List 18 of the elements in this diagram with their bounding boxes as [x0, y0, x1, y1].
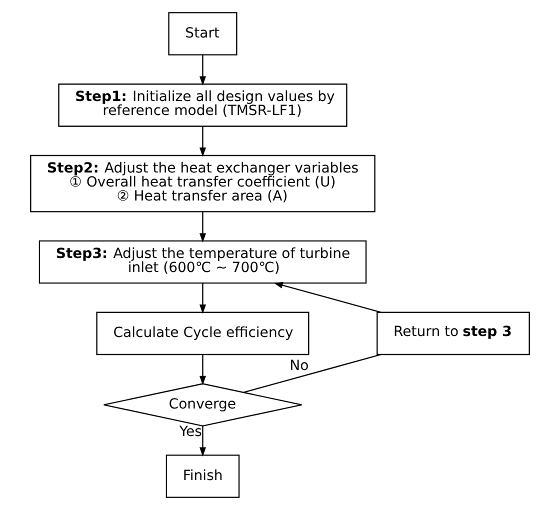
- edge-label: No: [290, 358, 309, 374]
- node-box: Step1: Initialize all design values by reference model (TMSR-LF1): [58, 84, 348, 127]
- arrow: [199, 54, 206, 86]
- arrow: [199, 126, 206, 157]
- arrow: [274, 282, 382, 313]
- connector: [244, 354, 381, 393]
- arrow: [199, 426, 206, 457]
- node-box: Start: [168, 12, 238, 56]
- arrow: [199, 212, 206, 243]
- node-box: Return to step 3: [376, 312, 530, 356]
- node-box: Step3: Adjust the temperature of turbine inlet (600℃ ~ 700℃): [38, 240, 367, 284]
- node-box: Calculate Cycle efficiency: [96, 312, 310, 356]
- arrow: [199, 283, 206, 314]
- arrow: [199, 354, 206, 386]
- node-box: Step2: Adjust the heat exchanger variables ① Overall heat transfer coefficient (U) ② Heat transfer area (A): [30, 154, 376, 212]
- edge-label: Yes: [179, 424, 202, 440]
- node-diamond: Converge: [103, 383, 302, 426]
- node-box: Finish: [166, 454, 240, 498]
